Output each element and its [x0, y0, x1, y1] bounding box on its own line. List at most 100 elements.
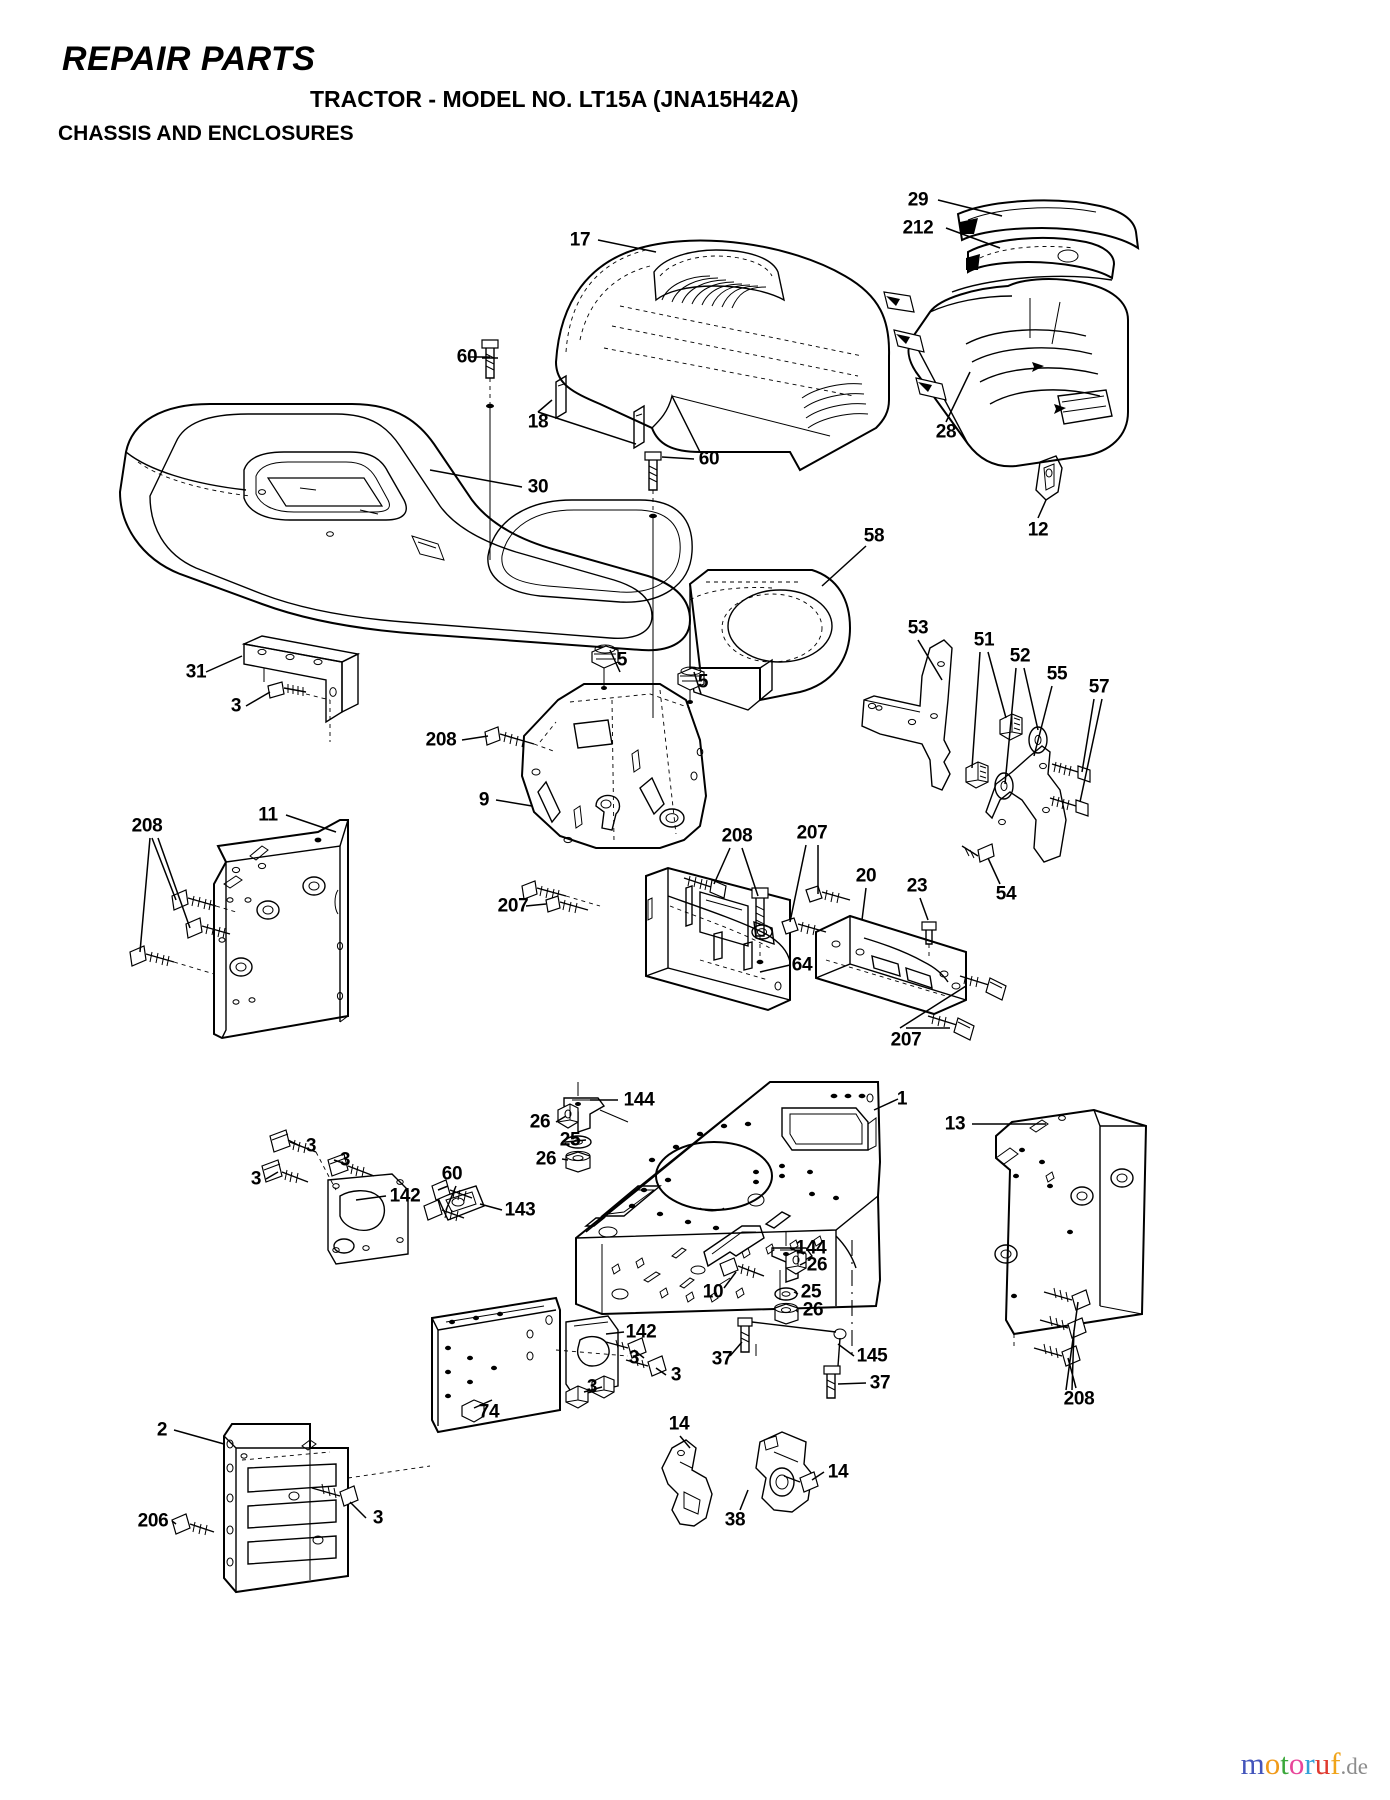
part-1-main-frame [576, 1082, 880, 1360]
part-3-bolts-upper-142 [262, 1130, 374, 1190]
callout-9: 9 [478, 789, 490, 811]
callout-29: 29 [907, 189, 929, 211]
watermark-letter-r: r [1304, 1746, 1315, 1781]
mid-bottom-plate [432, 1298, 628, 1432]
part-60-screws-hood [482, 340, 661, 718]
callout-55: 55 [1046, 663, 1068, 685]
callout-142: 142 [389, 1185, 421, 1207]
part-52-washers [995, 727, 1047, 799]
callout-3: 3 [628, 1347, 640, 1369]
callout-20: 20 [855, 865, 877, 887]
part-23-rivet [922, 922, 936, 960]
callout-64: 64 [791, 954, 813, 976]
callout-57: 57 [1088, 676, 1110, 698]
part-30-fender-deck [120, 404, 692, 650]
part-29-trim-strip [958, 200, 1138, 248]
part-60-screws-142 [424, 1180, 472, 1221]
callout-10: 10 [702, 1281, 724, 1303]
part-31-seat-bracket [244, 636, 358, 742]
model-subtitle: TRACTOR - MODEL NO. LT15A (JNA15H42A) [310, 86, 799, 112]
part-5-knobs [592, 645, 704, 704]
callout-60: 60 [698, 448, 720, 470]
callout-144: 144 [623, 1089, 655, 1111]
part-13-right-side-plate [995, 1110, 1146, 1346]
part-28-grille-housing [884, 276, 1128, 466]
page-title: REPAIR PARTS [62, 40, 316, 78]
callout-207: 207 [796, 822, 828, 844]
part-57-bolts [1050, 762, 1090, 816]
callout-26: 26 [535, 1148, 557, 1170]
callout-3: 3 [670, 1364, 682, 1386]
part-26-nut-lower-upper [566, 1151, 590, 1172]
part-14-bolts-pedals [784, 1472, 818, 1492]
callout-17: 17 [569, 229, 591, 251]
callout-38: 38 [724, 1509, 746, 1531]
callout-18: 18 [527, 411, 549, 433]
part-55-mount-bracket [986, 746, 1066, 862]
callout-52: 52 [1009, 645, 1031, 667]
part-2-bottom-panel [224, 1424, 430, 1592]
callout-28: 28 [935, 421, 957, 443]
callout-26: 26 [802, 1299, 824, 1321]
callout-30: 30 [527, 476, 549, 498]
callout-60: 60 [441, 1163, 463, 1185]
part-51-locknuts [966, 714, 1022, 788]
part-207-bolt-dash [546, 896, 588, 913]
callout-5: 5 [616, 649, 628, 671]
part-208-bolts-right [1034, 1288, 1090, 1366]
callout-11: 11 [258, 804, 278, 826]
part-208-bolts-footrest [684, 876, 768, 965]
callout-60: 60 [456, 346, 478, 368]
callout-144: 144 [795, 1237, 827, 1259]
part-26-nuts-upper [558, 1104, 578, 1128]
callout-206: 206 [137, 1510, 169, 1532]
callout-143: 143 [504, 1199, 536, 1221]
part-11-left-side-plate [214, 820, 348, 1038]
callout-208: 208 [425, 729, 457, 751]
part-18-hood-pins [556, 376, 644, 448]
callout-58: 58 [863, 525, 885, 547]
callout-25: 25 [559, 1129, 581, 1151]
callout-208: 208 [721, 825, 753, 847]
watermark-letter-o2: o [1288, 1746, 1305, 1781]
part-17-hood [556, 241, 889, 470]
callout-3: 3 [250, 1168, 262, 1190]
callout-14: 14 [827, 1461, 849, 1483]
callout-31: 31 [185, 661, 207, 683]
part-20-support-plate [816, 916, 966, 1014]
callout-25: 25 [800, 1281, 822, 1303]
callout-23: 23 [906, 875, 928, 897]
callout-3: 3 [372, 1507, 384, 1529]
callout-142: 142 [625, 1321, 657, 1343]
part-9-dash-panel [522, 684, 706, 848]
callout-37: 37 [869, 1372, 891, 1394]
callout-145: 145 [856, 1345, 888, 1367]
callout-14: 14 [668, 1413, 690, 1435]
callout-2: 2 [156, 1419, 168, 1441]
callout-3: 3 [230, 695, 242, 717]
callout-12: 12 [1027, 519, 1049, 541]
part-208-bolts-dash [485, 727, 600, 906]
part-64-footrest-panel [646, 868, 790, 1010]
section-subtitle: CHASSIS AND ENCLOSURES [58, 122, 354, 145]
part-53-bracket [862, 640, 952, 790]
part-212-emblem [966, 238, 1114, 278]
callout-26: 26 [806, 1254, 828, 1276]
part-3-bolt-panel2 [312, 1484, 358, 1506]
site-watermark: motoruf.de [1241, 1746, 1368, 1782]
part-54-screw [962, 844, 994, 862]
callout-207: 207 [890, 1029, 922, 1051]
callout-26: 26 [529, 1111, 551, 1133]
callout-212: 212 [902, 217, 934, 239]
watermark-letter-m: m [1240, 1746, 1265, 1781]
part-12-latch-bracket [1036, 456, 1062, 500]
callout-13: 13 [944, 1113, 966, 1135]
part-37-145-rod [738, 1318, 846, 1398]
callout-53: 53 [907, 617, 929, 639]
callout-74: 74 [478, 1401, 500, 1423]
callout-3: 3 [339, 1149, 351, 1171]
part-208-bolts-left [130, 890, 236, 974]
callout-5: 5 [697, 671, 709, 693]
part-143-plate [438, 1186, 484, 1220]
